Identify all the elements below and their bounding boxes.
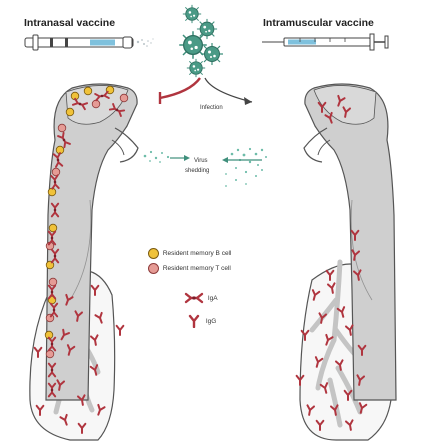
title-intranasal: Intranasal vaccine bbox=[24, 17, 116, 29]
iga-icon bbox=[184, 292, 204, 304]
legend-b-cell-label: Resident memory B cell bbox=[162, 250, 232, 257]
t-cell-swatch bbox=[148, 263, 159, 274]
infection-arrows bbox=[158, 77, 253, 105]
right-upper-airway bbox=[303, 83, 397, 401]
intramuscular-syringe bbox=[262, 33, 389, 51]
legend-igg-label: IgG bbox=[205, 317, 217, 325]
virus-cluster bbox=[178, 4, 224, 78]
infection-label: Infection bbox=[200, 105, 223, 111]
legend-igg: IgG bbox=[188, 314, 216, 328]
b-cell-swatch bbox=[148, 248, 159, 259]
virus-label-line2: shedding bbox=[185, 168, 209, 174]
nasal-spray-device bbox=[24, 34, 154, 51]
virus-label-line1: Virus bbox=[194, 158, 208, 164]
igg-icon bbox=[188, 314, 200, 328]
legend-t-cell-label: Resident memory T cell bbox=[162, 265, 231, 272]
legend-b-cell: Resident memory B cell bbox=[148, 248, 231, 259]
title-intramuscular: Intramuscular vaccine bbox=[263, 17, 374, 29]
igg-antibody bbox=[115, 324, 125, 336]
legend-iga-label: IgA bbox=[207, 294, 218, 302]
legend-t-cell: Resident memory T cell bbox=[148, 263, 231, 274]
legend-iga: IgA bbox=[184, 292, 218, 304]
virus-shedding bbox=[143, 147, 267, 187]
